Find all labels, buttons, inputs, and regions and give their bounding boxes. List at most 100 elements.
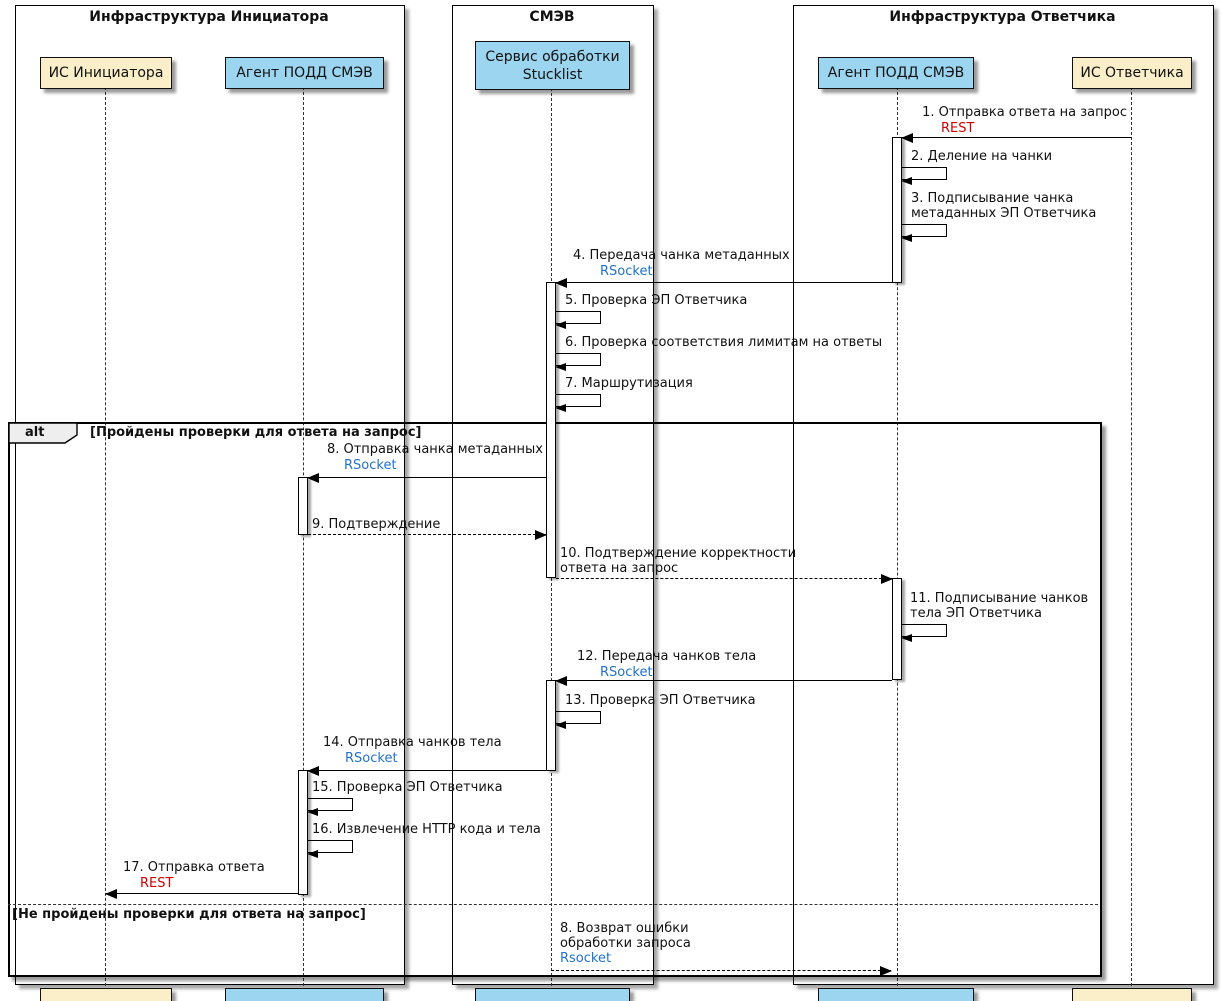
message-11-line1: 11. Подписывание чанков xyxy=(910,591,1089,606)
activation-stucklist-1 xyxy=(546,282,556,578)
message-17-protocol: REST xyxy=(140,876,174,891)
arrowhead-right xyxy=(881,574,893,584)
lifeline-is-responder xyxy=(1131,87,1132,1001)
message-3-self-arrow xyxy=(901,224,947,242)
message-8-protocol: RSocket xyxy=(344,458,397,473)
participant-label: Сервис обработки xyxy=(485,48,620,65)
participant-agent-responder-bottom xyxy=(818,988,974,1001)
arrowhead-left xyxy=(307,473,319,483)
arrowhead-left xyxy=(307,850,318,858)
box-initiator-infrastructure xyxy=(15,5,405,985)
message-5-self-arrow xyxy=(555,311,601,329)
alt-pentagon-shape xyxy=(8,422,78,444)
participant-label: ИС Инициатора xyxy=(48,65,164,81)
message-3-line1: 3. Подписывание чанка xyxy=(911,191,1074,206)
message-10-arrow xyxy=(556,574,893,584)
participant-agent-responder: Агент ПОДД СМЭВ xyxy=(818,57,974,89)
message-10-line2: ответа на запрос xyxy=(560,561,679,576)
participant-is-initiator-bottom xyxy=(40,988,172,1001)
activation-agent-responder-1 xyxy=(892,137,902,283)
arrowhead-left xyxy=(555,721,566,729)
alt-else-divider xyxy=(8,904,1098,905)
alt-operator-tag: alt xyxy=(8,422,79,444)
message-2-label: 2. Деление на чанки xyxy=(911,149,1053,164)
message-13-self-arrow xyxy=(555,711,601,729)
message-13-label: 13. Проверка ЭП Ответчика xyxy=(565,693,756,708)
message-4-arrow xyxy=(555,278,892,288)
participant-label: Stucklist xyxy=(522,66,583,83)
message-14-label: 14. Отправка чанков тела xyxy=(323,735,502,750)
message-8-error-line2: обработки запроса xyxy=(560,936,691,951)
arrowhead-left xyxy=(307,808,318,816)
message-8-error-label: 8. Возврат ошибки обработки запроса Rsoc… xyxy=(560,921,691,966)
box-smev-title: СМЭВ xyxy=(529,9,575,25)
message-15-label: 15. Проверка ЭП Ответчика xyxy=(312,780,503,795)
message-9-arrow xyxy=(308,530,547,540)
arrowhead-left xyxy=(105,889,117,899)
message-10-line1: 10. Подтверждение корректности xyxy=(560,546,797,561)
message-11-line2: тела ЭП Ответчика xyxy=(910,606,1042,621)
arrowhead-left xyxy=(555,363,566,371)
message-6-label: 6. Проверка соответствия лимитам на отве… xyxy=(565,335,883,350)
message-4-protocol: RSocket xyxy=(600,264,653,279)
participant-label: ИС Ответчика xyxy=(1080,65,1184,81)
message-10-label: 10. Подтверждение корректности ответа на… xyxy=(560,546,796,576)
message-12-protocol: RSocket xyxy=(600,665,653,680)
message-8-error-line1: 8. Возврат ошибки xyxy=(560,921,689,936)
alt-operator-label: alt xyxy=(25,425,45,440)
message-1-protocol: REST xyxy=(941,121,975,136)
message-12-arrow xyxy=(555,676,892,686)
participant-label: Агент ПОДД СМЭВ xyxy=(236,65,373,81)
alt-guard-success: [Пройдены проверки для ответа на запрос] xyxy=(90,425,422,440)
box-responder-infrastructure xyxy=(793,5,1214,985)
arrowhead-left xyxy=(555,278,567,288)
arrowhead-left xyxy=(901,177,912,185)
message-8-error-protocol: Rsocket xyxy=(560,951,612,966)
participant-stucklist-bottom xyxy=(475,988,630,1001)
arrowhead-left xyxy=(307,766,319,776)
activation-agent-initiator-2 xyxy=(298,770,308,895)
arrowhead-left xyxy=(555,676,567,686)
message-6-self-arrow xyxy=(555,353,601,371)
participant-agent-initiator-bottom xyxy=(225,988,384,1001)
participant-agent-initiator: Агент ПОДД СМЭВ xyxy=(225,57,384,89)
message-7-self-arrow xyxy=(555,394,601,412)
message-1-label: 1. Отправка ответа на запрос xyxy=(922,105,1127,120)
participant-stucklist: Сервис обработки Stucklist xyxy=(475,41,630,90)
message-15-self-arrow xyxy=(307,798,353,816)
arrowhead-left xyxy=(555,321,566,329)
box-initiator-title: Инфраструктура Инициатора xyxy=(89,9,329,25)
message-12-label: 12. Передача чанков тела xyxy=(577,649,757,664)
message-3-label: 3. Подписывание чанка метаданных ЭП Отве… xyxy=(911,191,1096,221)
message-11-self-arrow xyxy=(901,624,947,642)
message-8-error-arrow xyxy=(551,966,892,976)
arrowhead-left xyxy=(901,133,913,143)
participant-is-responder-bottom xyxy=(1072,988,1192,1001)
participant-label: Агент ПОДД СМЭВ xyxy=(827,65,965,81)
message-9-label: 9. Подтверждение xyxy=(312,517,441,532)
participant-is-responder: ИС Ответчика xyxy=(1072,57,1192,89)
lifeline-agent-responder xyxy=(897,87,898,1001)
arrowhead-right xyxy=(880,966,892,976)
arrowhead-left xyxy=(901,634,912,642)
message-8-label: 8. Отправка чанка метаданных xyxy=(326,442,543,457)
lifeline-agent-initiator xyxy=(303,87,304,1001)
message-16-self-arrow xyxy=(307,840,353,858)
message-2-self-arrow xyxy=(901,167,947,185)
message-16-label: 16. Извлечение HTTP кода и тела xyxy=(312,822,541,837)
alt-guard-fail: [Не пройдены проверки для ответа на запр… xyxy=(12,907,366,922)
participant-is-initiator: ИС Инициатора xyxy=(40,57,172,89)
message-4-label: 4. Передача чанка метаданных xyxy=(573,248,790,263)
message-7-label: 7. Маршрутизация xyxy=(565,376,693,391)
message-3-line2: метаданных ЭП Ответчика xyxy=(911,206,1097,221)
message-1-arrow xyxy=(901,133,1131,143)
arrowhead-right xyxy=(535,530,547,540)
message-5-label: 5. Проверка ЭП Ответчика xyxy=(565,293,748,308)
arrowhead-left xyxy=(901,234,912,242)
activation-agent-responder-2 xyxy=(892,578,902,680)
arrowhead-left xyxy=(555,404,566,412)
lifeline-is-initiator xyxy=(105,87,106,1001)
activation-agent-initiator-1 xyxy=(298,477,308,535)
message-14-arrow xyxy=(307,766,546,776)
